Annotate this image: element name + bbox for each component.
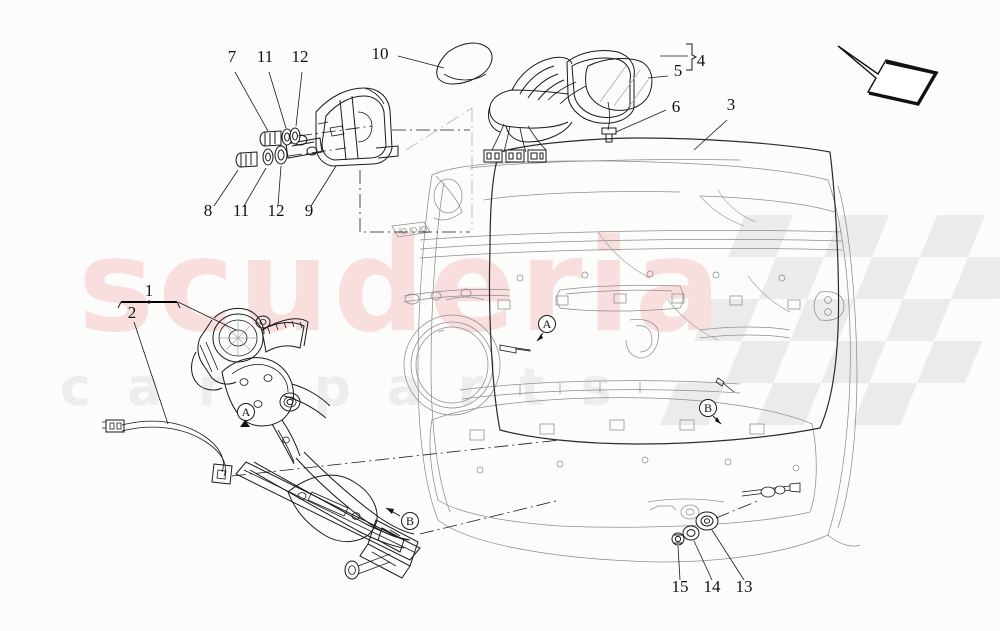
callout-7: 7	[228, 47, 237, 66]
callout-8: 8	[204, 201, 213, 220]
mirror-housing	[487, 49, 653, 143]
mirror-mount-screw	[601, 101, 617, 143]
ref-marker-B-regulator: B	[385, 507, 419, 530]
ref-marker-B-door: B	[699, 399, 722, 425]
group-line-1-2	[117, 300, 181, 309]
callout-3: 3	[727, 95, 736, 114]
callout-12-lower: 12	[268, 201, 285, 220]
callout-4: 4	[697, 51, 706, 70]
regulator-scissor-arms	[235, 451, 421, 579]
ref-marker-A-door: A	[536, 315, 556, 342]
callout-1: 1	[145, 281, 154, 300]
regulator-motor	[191, 307, 271, 391]
svg-text:B: B	[406, 514, 414, 528]
bracket-brace-4-5	[686, 43, 698, 71]
watermark-car-parts: car parts	[60, 358, 647, 418]
callout-11-upper: 11	[257, 47, 273, 66]
svg-text:A: A	[242, 405, 251, 419]
mirror-bracket-part	[285, 87, 399, 167]
callout-12-upper: 12	[292, 47, 309, 66]
callout-9: 9	[305, 201, 314, 220]
part-15-nut	[671, 532, 685, 546]
callout-2: 2	[128, 303, 137, 322]
callout-13: 13	[736, 577, 753, 596]
svg-text:B: B	[704, 401, 712, 415]
callout-15: 15	[672, 577, 689, 596]
regulator-mount-bolt	[344, 553, 391, 580]
regulator-sector-gear	[261, 318, 309, 353]
ref-marker-A-regulator: A	[237, 403, 255, 427]
callout-11-lower: 11	[233, 201, 249, 220]
callout-14: 14	[704, 577, 722, 596]
part-13-washer	[695, 511, 719, 531]
mirror-cap-part	[436, 42, 493, 85]
regulator-wiring-harness	[102, 419, 233, 485]
callout-10: 10	[372, 44, 389, 63]
svg-text:A: A	[543, 317, 552, 331]
callout-6: 6	[672, 97, 681, 116]
part-14-washer	[682, 525, 700, 541]
fastener-row-lower	[235, 145, 288, 168]
mirror-wiring-harness	[483, 123, 547, 163]
fastener-row-upper	[259, 127, 301, 147]
callout-5: 5	[674, 61, 683, 80]
